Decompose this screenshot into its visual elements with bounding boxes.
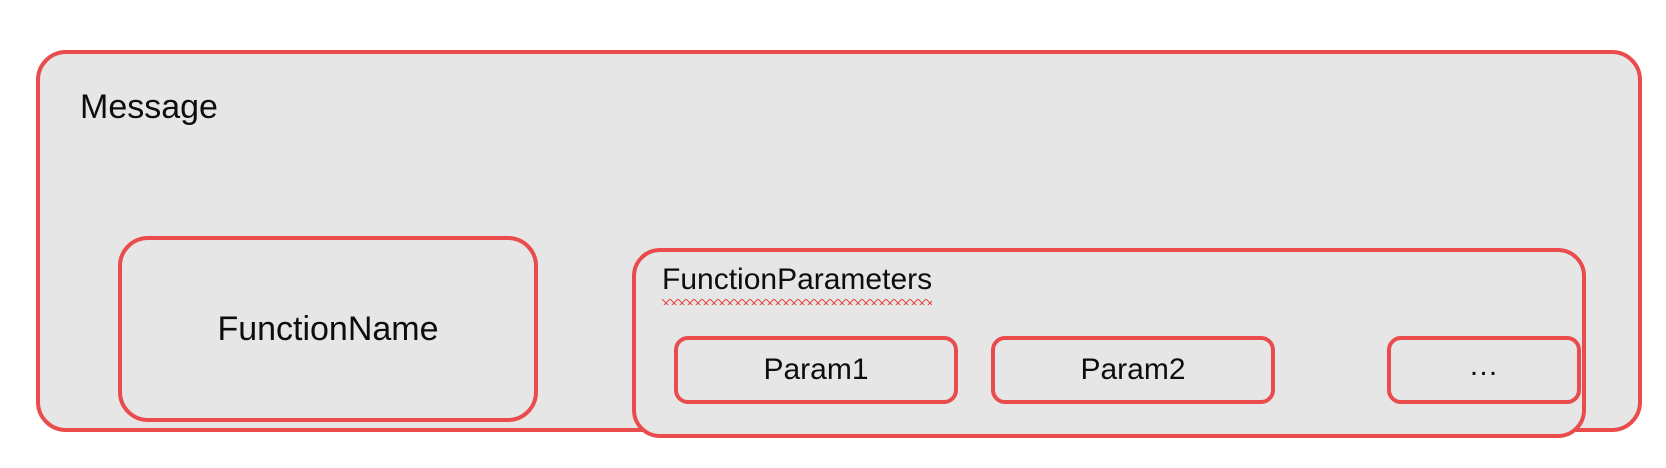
spellcheck-squiggle-underline bbox=[662, 297, 933, 305]
param-box-2: Param2 bbox=[991, 336, 1275, 404]
param-label-ellipsis: … bbox=[1468, 349, 1500, 382]
function-name-label: FunctionName bbox=[217, 310, 439, 348]
param-box-1: Param1 bbox=[674, 336, 958, 404]
function-parameters-label: FunctionParameters bbox=[662, 263, 933, 296]
param-label-1: Param1 bbox=[763, 353, 869, 386]
function-name-box: FunctionName bbox=[118, 236, 538, 422]
message-box: Message FunctionName FunctionParameters … bbox=[36, 50, 1642, 438]
param-label-2: Param2 bbox=[1080, 353, 1186, 386]
function-parameters-label-group: FunctionParameters bbox=[662, 262, 933, 305]
message-label: Message bbox=[80, 88, 218, 126]
function-parameters-box: FunctionParameters Param1 Param2 … bbox=[632, 248, 1586, 438]
param-box-ellipsis: … bbox=[1387, 336, 1581, 404]
